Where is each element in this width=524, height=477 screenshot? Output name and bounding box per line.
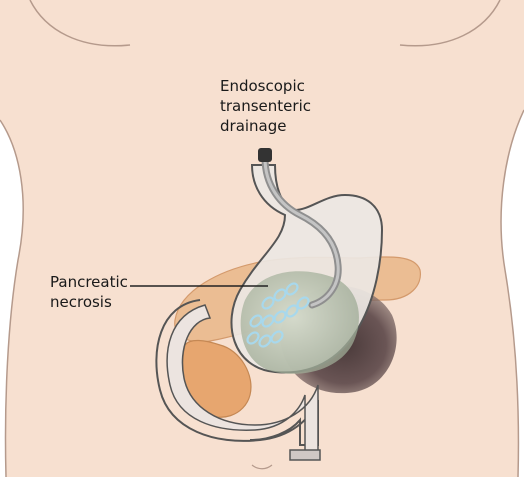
drainage-label-line-3: drainage [220, 116, 311, 136]
endoscope-tip [258, 148, 272, 162]
drainage-label-line-2: transenteric [220, 96, 311, 116]
necrosis-label-line-2: necrosis [50, 292, 128, 312]
necrosis-label-line-1: Pancreatic [50, 272, 128, 292]
necrosis-label: Pancreatic necrosis [50, 272, 128, 312]
duodenum-end [290, 450, 320, 460]
drainage-label-line-1: Endoscopic [220, 76, 311, 96]
drainage-label: Endoscopic transenteric drainage [220, 76, 311, 136]
